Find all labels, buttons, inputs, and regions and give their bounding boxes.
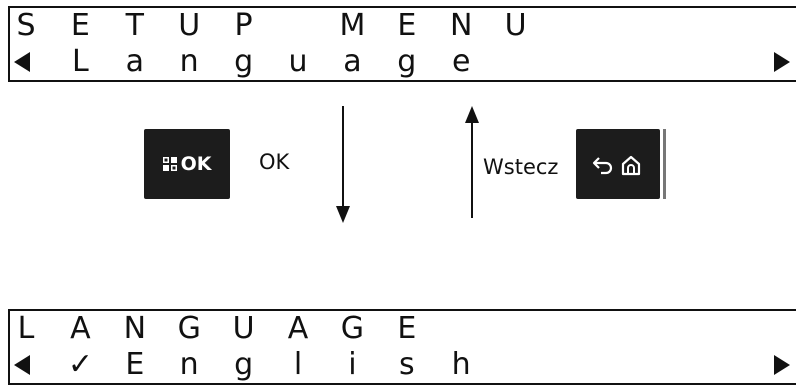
lcd-title-char: M — [339, 8, 366, 43]
check-mark: ✓ — [67, 347, 93, 382]
menu-grid-icon — [162, 157, 177, 171]
lcd-item-char: L — [72, 44, 89, 79]
lcd-title-char: U — [232, 311, 255, 346]
right-arrow-icon — [774, 52, 790, 72]
lcd-item-char: a — [125, 44, 144, 79]
lcd-title-char: E — [70, 8, 90, 43]
lcd-title-char: U — [178, 8, 201, 43]
lcd-title-char: S — [16, 8, 36, 43]
lcd-title-char: E — [397, 8, 417, 43]
lcd-title-char: T — [125, 8, 144, 43]
lcd-item-char: u — [288, 44, 308, 79]
lcd-item-char: g — [234, 44, 254, 79]
lcd-title-char: A — [70, 311, 91, 346]
right-arrow-icon — [774, 355, 790, 375]
lcd-title-char: L — [17, 311, 35, 346]
lcd-title-char: G — [177, 311, 201, 346]
lcd-item-char: i — [348, 347, 357, 382]
lcd-title-char: A — [287, 311, 309, 346]
ok-caption: OK — [259, 150, 290, 174]
back-caption: Wstecz — [483, 155, 559, 179]
ok-button[interactable]: OK — [144, 129, 230, 199]
lcd-title-char: G — [340, 311, 365, 346]
lcd-item-char: s — [398, 347, 415, 382]
lcd-item-char: n — [179, 44, 199, 79]
ok-button-label: OK — [180, 153, 212, 175]
lcd-title-char: P — [234, 8, 253, 43]
lcd-title-char: N — [449, 8, 473, 43]
button-edge — [663, 129, 666, 199]
lcd-item-char: g — [397, 44, 417, 79]
home-icon — [621, 155, 641, 176]
lcd-item-char: e — [451, 44, 471, 79]
lcd-item-char: E — [125, 347, 145, 382]
lcd-item-char: g — [234, 347, 254, 382]
lcd-title-char: N — [123, 311, 147, 346]
back-home-button[interactable] — [576, 129, 660, 199]
left-arrow-icon — [14, 355, 30, 375]
left-arrow-icon — [14, 52, 30, 72]
lcd-item-char: l — [293, 347, 303, 382]
down-arrow — [336, 106, 350, 223]
back-arrow-icon — [592, 157, 613, 175]
lcd-title-char: U — [504, 8, 527, 43]
lcd-title-char: E — [397, 311, 417, 346]
up-arrow — [465, 106, 479, 218]
lcd-item-char: n — [179, 347, 199, 382]
lcd-item-char: a — [343, 44, 362, 79]
lcd-item-char: h — [451, 347, 471, 382]
